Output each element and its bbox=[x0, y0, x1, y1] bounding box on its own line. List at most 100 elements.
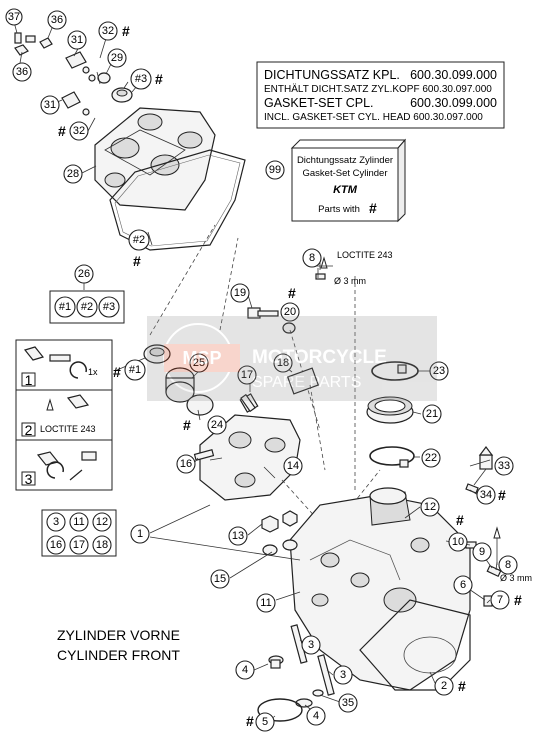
hash-7: # bbox=[514, 592, 522, 608]
callout-5[interactable]: 5 bbox=[255, 712, 275, 732]
callout-1[interactable]: 1 bbox=[130, 524, 150, 544]
step-3-number: 3 bbox=[25, 471, 33, 487]
callout-25[interactable]: 25 bbox=[189, 353, 209, 373]
svg-text:3: 3 bbox=[308, 639, 314, 651]
kit-1-item-12[interactable]: 12 bbox=[92, 512, 112, 532]
kit-1-item-16[interactable]: 16 bbox=[46, 535, 66, 555]
callout-33[interactable]: 33 bbox=[494, 456, 514, 476]
kit-26-item-1[interactable]: #1 bbox=[54, 296, 76, 318]
hash-32-top: # bbox=[122, 23, 130, 39]
pin-14 bbox=[281, 479, 319, 521]
gasket-set-line3-label: GASKET-SET CPL. bbox=[264, 96, 374, 110]
callout-32-top[interactable]: 32 bbox=[98, 21, 118, 41]
callout-22[interactable]: 22 bbox=[421, 448, 441, 468]
callout-hash-2[interactable]: #2 bbox=[128, 229, 150, 251]
callout-37[interactable]: 37 bbox=[5, 8, 23, 26]
callout-21[interactable]: 21 bbox=[422, 404, 442, 424]
svg-text:15: 15 bbox=[214, 573, 226, 585]
callout-17[interactable]: 17 bbox=[237, 365, 257, 385]
kit-1: 3 11 12 16 17 18 bbox=[41, 509, 117, 557]
hash-5: # bbox=[246, 713, 254, 729]
callout-14[interactable]: 14 bbox=[283, 456, 303, 476]
callout-2-bottom[interactable]: 2 bbox=[434, 676, 454, 696]
svg-text:29: 29 bbox=[111, 52, 123, 64]
callout-26[interactable]: 26 bbox=[74, 264, 94, 284]
kit-1-item-18[interactable]: 18 bbox=[92, 535, 112, 555]
step-2-number: 2 bbox=[25, 422, 33, 438]
callout-23[interactable]: 23 bbox=[429, 361, 449, 381]
svg-text:17: 17 bbox=[73, 539, 85, 551]
parts-33-34 bbox=[465, 446, 494, 494]
svg-text:32: 32 bbox=[73, 125, 85, 137]
callout-16[interactable]: 16 bbox=[176, 454, 196, 474]
callout-6[interactable]: 6 bbox=[453, 575, 473, 595]
callout-36-top[interactable]: 36 bbox=[47, 10, 67, 30]
callout-31-top[interactable]: 31 bbox=[67, 30, 87, 50]
kit-1-item-3[interactable]: 3 bbox=[46, 512, 66, 532]
svg-text:14: 14 bbox=[287, 460, 299, 472]
svg-text:24: 24 bbox=[211, 419, 223, 431]
callout-10[interactable]: 10 bbox=[448, 532, 468, 552]
callout-36-bottom[interactable]: 36 bbox=[12, 62, 32, 82]
callout-7[interactable]: 7 bbox=[490, 590, 510, 610]
kit-26-item-2[interactable]: #2 bbox=[76, 296, 98, 318]
callout-4-bottom[interactable]: 4 bbox=[306, 706, 326, 726]
kit-1-item-11[interactable]: 11 bbox=[69, 512, 89, 532]
callout-4-left[interactable]: 4 bbox=[235, 660, 255, 680]
svg-text:36: 36 bbox=[51, 14, 63, 26]
hash-34: # bbox=[498, 487, 506, 503]
callout-18[interactable]: 18 bbox=[273, 353, 293, 373]
callout-34[interactable]: 34 bbox=[476, 485, 496, 505]
gasket-set-line1-label: DICHTUNGSSATZ KPL. bbox=[264, 68, 400, 82]
svg-text:21: 21 bbox=[426, 408, 438, 420]
callout-35[interactable]: 35 bbox=[338, 693, 358, 713]
callout-13[interactable]: 13 bbox=[228, 526, 248, 546]
callout-15[interactable]: 15 bbox=[210, 569, 230, 589]
callout-3-upper[interactable]: 3 bbox=[301, 635, 321, 655]
callout-hash-1[interactable]: #1 bbox=[124, 359, 146, 381]
callout-12[interactable]: 12 bbox=[420, 497, 440, 517]
parts-with-label: Parts with bbox=[318, 204, 360, 215]
callout-28[interactable]: 28 bbox=[63, 164, 83, 184]
callout-hash-3[interactable]: #3 bbox=[130, 68, 152, 90]
callout-99[interactable]: 99 bbox=[265, 160, 285, 180]
cylinder-title-en: CYLINDER FRONT bbox=[57, 647, 180, 663]
step-1-note: 1x bbox=[88, 367, 98, 377]
kit-1-item-17[interactable]: 17 bbox=[69, 535, 89, 555]
hash-32-bottom: # bbox=[58, 123, 66, 139]
hash-2: # bbox=[133, 253, 141, 269]
thread-size-top: Ø 3 mm bbox=[334, 276, 366, 286]
svg-text:8: 8 bbox=[309, 252, 315, 264]
callout-3-lower[interactable]: 3 bbox=[333, 665, 353, 685]
callout-31-bottom[interactable]: 31 bbox=[40, 95, 60, 115]
svg-text:11: 11 bbox=[260, 597, 271, 609]
svg-text:#1: #1 bbox=[59, 301, 71, 313]
svg-text:20: 20 bbox=[284, 306, 296, 318]
svg-text:7: 7 bbox=[497, 594, 503, 606]
kit-26-item-3[interactable]: #3 bbox=[98, 296, 120, 318]
callout-32-bottom[interactable]: 32 bbox=[69, 121, 89, 141]
cylinder-gasket-package: Dichtungssatz Zylinder Gasket-Set Cylind… bbox=[290, 138, 407, 223]
install-steps-panel: 1 2 3 1x LOCTITE 243 bbox=[15, 339, 113, 491]
svg-text:#1: #1 bbox=[129, 364, 141, 376]
svg-text:12: 12 bbox=[424, 501, 436, 513]
svg-text:6: 6 bbox=[460, 579, 466, 591]
callout-8-right[interactable]: 8 bbox=[498, 555, 518, 575]
svg-text:22: 22 bbox=[425, 452, 437, 464]
callout-19[interactable]: 19 bbox=[230, 283, 250, 303]
hash-20: # bbox=[288, 285, 296, 301]
loctite-label-steps: LOCTITE 243 bbox=[40, 424, 96, 434]
callout-29[interactable]: 29 bbox=[107, 48, 127, 68]
kit-26: #1 #2 #3 bbox=[49, 290, 125, 324]
callout-8-top[interactable]: 8 bbox=[302, 248, 322, 268]
cyl-gasket-line2: Gasket-Set Cylinder bbox=[302, 168, 387, 179]
gasket-set-line1-number: 600.30.099.000 bbox=[410, 68, 497, 82]
cylinder-head bbox=[289, 487, 471, 691]
callout-20[interactable]: 20 bbox=[280, 302, 300, 322]
callout-24[interactable]: 24 bbox=[207, 415, 227, 435]
hash-10: # bbox=[456, 512, 464, 528]
svg-text:23: 23 bbox=[433, 365, 445, 377]
svg-text:26: 26 bbox=[78, 268, 90, 280]
callout-9[interactable]: 9 bbox=[472, 542, 492, 562]
callout-11[interactable]: 11 bbox=[256, 593, 276, 613]
